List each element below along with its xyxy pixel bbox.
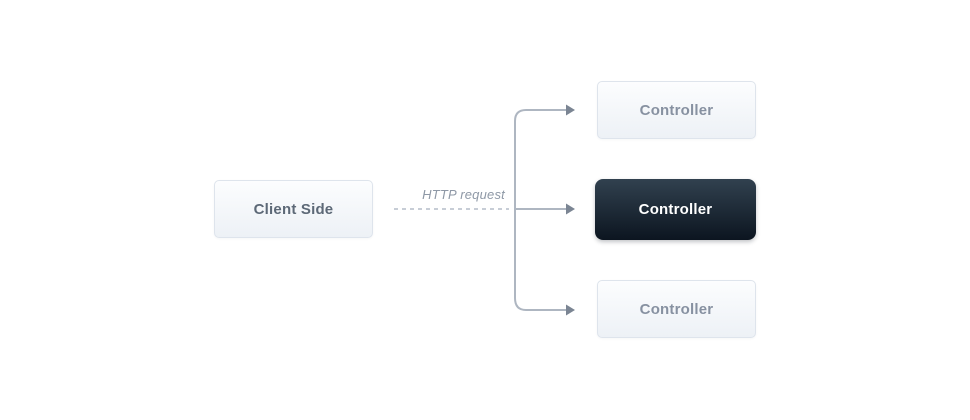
controller-node-middle-highlighted: Controller (595, 179, 756, 240)
arrowhead-middle-icon (566, 203, 575, 215)
client-side-label: Client Side (253, 200, 334, 218)
client-side-node: Client Side (214, 180, 373, 238)
controller-middle-label: Controller (638, 201, 713, 218)
controller-top-label: Controller (639, 101, 714, 119)
arrowhead-bottom-icon (566, 304, 575, 316)
controller-node-top: Controller (597, 81, 756, 139)
arrowhead-top-icon (566, 104, 575, 116)
http-request-label: HTTP request (422, 187, 505, 202)
controller-node-bottom: Controller (597, 280, 756, 338)
controller-bottom-label: Controller (639, 300, 714, 318)
